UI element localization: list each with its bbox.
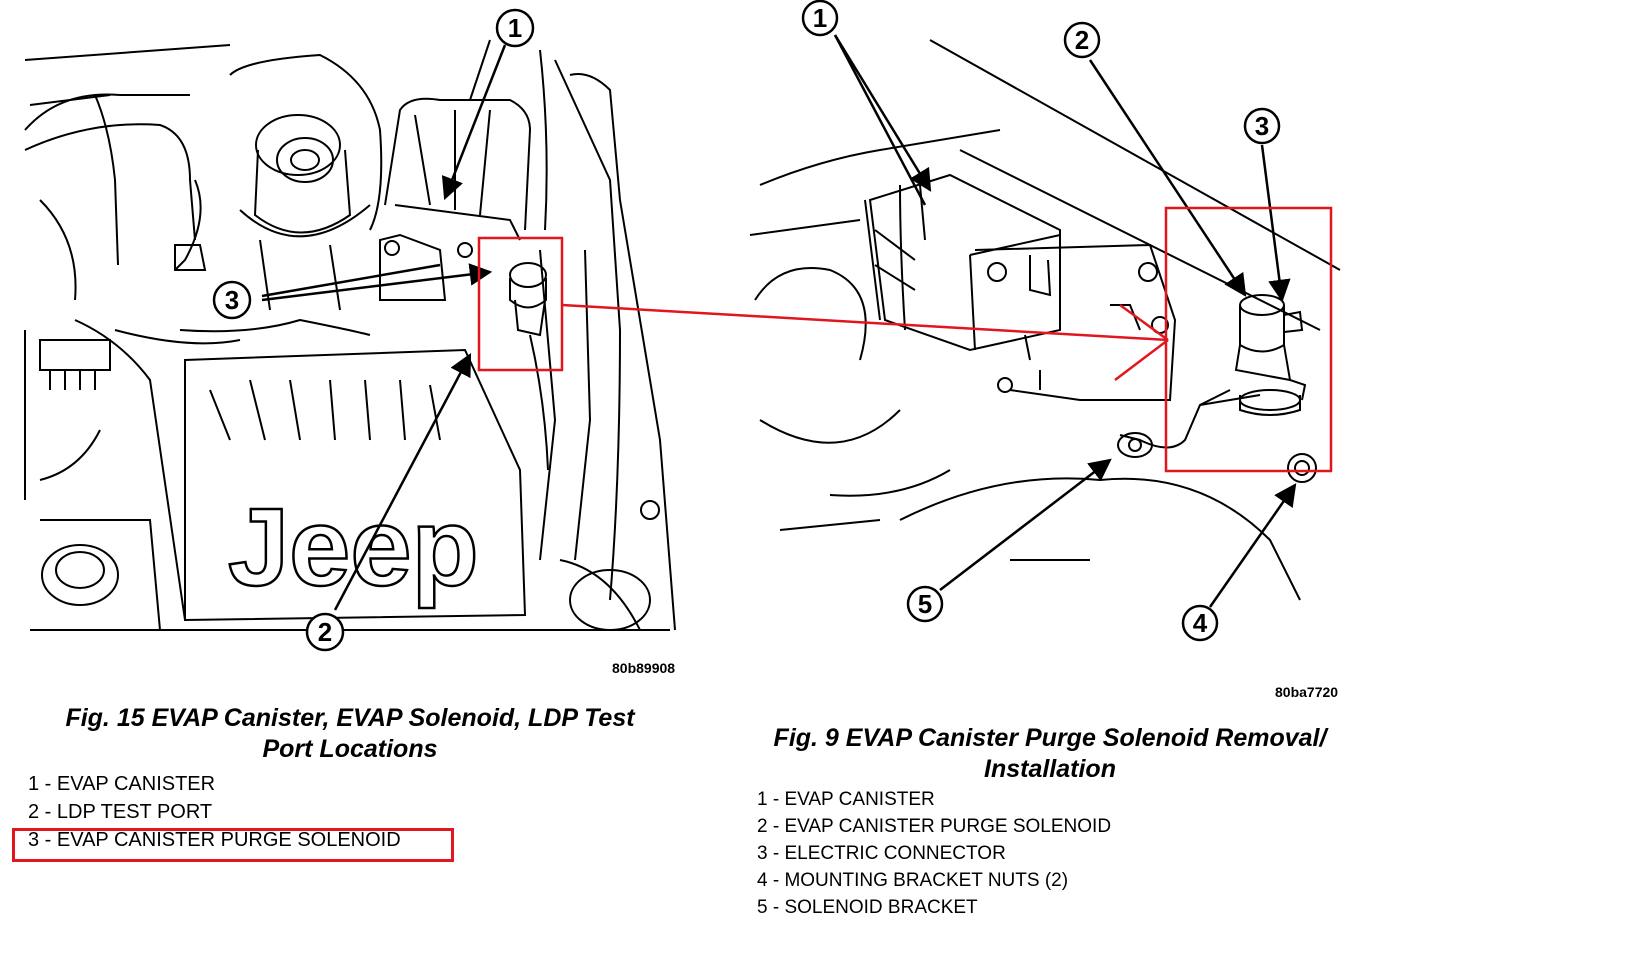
right-callout-1: 1 — [801, 0, 839, 37]
left-caption-line1: Fig. 15 EVAP Canister, EVAP Solenoid, LD… — [65, 704, 635, 732]
callout-label: 3 — [225, 285, 239, 315]
right-figure-caption: Fig. 9 EVAP Canister Purge Solenoid Remo… — [740, 723, 1360, 785]
legend-item: 3 - ELECTRIC CONNECTOR — [757, 843, 1006, 864]
right-caption-line1: Fig. 9 EVAP Canister Purge Solenoid Remo… — [773, 724, 1327, 752]
right-callout-3: 3 — [1243, 107, 1281, 145]
left-engine-illustration — [24, 39, 676, 631]
legend-item: 4 - MOUNTING BRACKET NUTS (2) — [757, 870, 1069, 891]
left-callout-1: 1 — [495, 8, 535, 48]
legend-item-highlighted: 3 - EVAP CANISTER PURGE SOLENOID — [28, 829, 401, 851]
link-arrow-line — [561, 303, 1169, 342]
left-caption-line2: Port Locations — [262, 735, 438, 763]
left-figure-caption: Fig. 15 EVAP Canister, EVAP Solenoid, LD… — [20, 703, 680, 765]
legend-highlight-box — [12, 828, 454, 862]
legend-item: 2 - LDP TEST PORT — [28, 801, 213, 823]
right-highlight-box — [1164, 206, 1333, 473]
right-figure-legend: 1 - EVAP CANISTER 2 - EVAP CANISTER PURG… — [757, 786, 1111, 921]
link-arrow-head-top — [1119, 303, 1169, 342]
legend-item: 1 - EVAP CANISTER — [28, 773, 216, 795]
callout-label: 1 — [813, 3, 827, 33]
right-callout-2: 2 — [1063, 21, 1101, 59]
left-figure-code: 80b89908 — [612, 660, 675, 676]
left-figure-legend: 1 - EVAP CANISTER 2 - LDP TEST PORT 3 - … — [28, 770, 401, 854]
jeep-logo-text: Jeep — [228, 486, 479, 609]
callout-label: 4 — [1193, 608, 1208, 638]
legend-item: 1 - EVAP CANISTER — [757, 789, 935, 810]
right-callout-4: 4 — [1181, 604, 1219, 642]
callout-label: 1 — [508, 13, 522, 43]
right-callout-5: 5 — [906, 585, 944, 623]
right-figure-code: 80ba7720 — [1275, 684, 1338, 700]
callout-label: 2 — [1075, 25, 1089, 55]
left-callout-3: 3 — [212, 280, 252, 320]
left-callout-2: 2 — [305, 612, 345, 652]
legend-item: 5 - SOLENOID BRACKET — [757, 897, 978, 918]
callout-label: 3 — [1255, 111, 1269, 141]
left-highlight-box — [477, 236, 564, 372]
red-annotation — [477, 206, 1333, 473]
link-arrow-head-bottom — [1114, 339, 1169, 381]
legend-item: 2 - EVAP CANISTER PURGE SOLENOID — [757, 816, 1112, 837]
right-callout-arrows — [833, 34, 1297, 608]
left-callout-arrows — [261, 44, 507, 611]
callout-label: 2 — [318, 617, 332, 647]
right-canister-illustration — [749, 39, 1341, 601]
right-caption-line2: Installation — [984, 755, 1116, 783]
callout-label: 5 — [918, 589, 932, 619]
